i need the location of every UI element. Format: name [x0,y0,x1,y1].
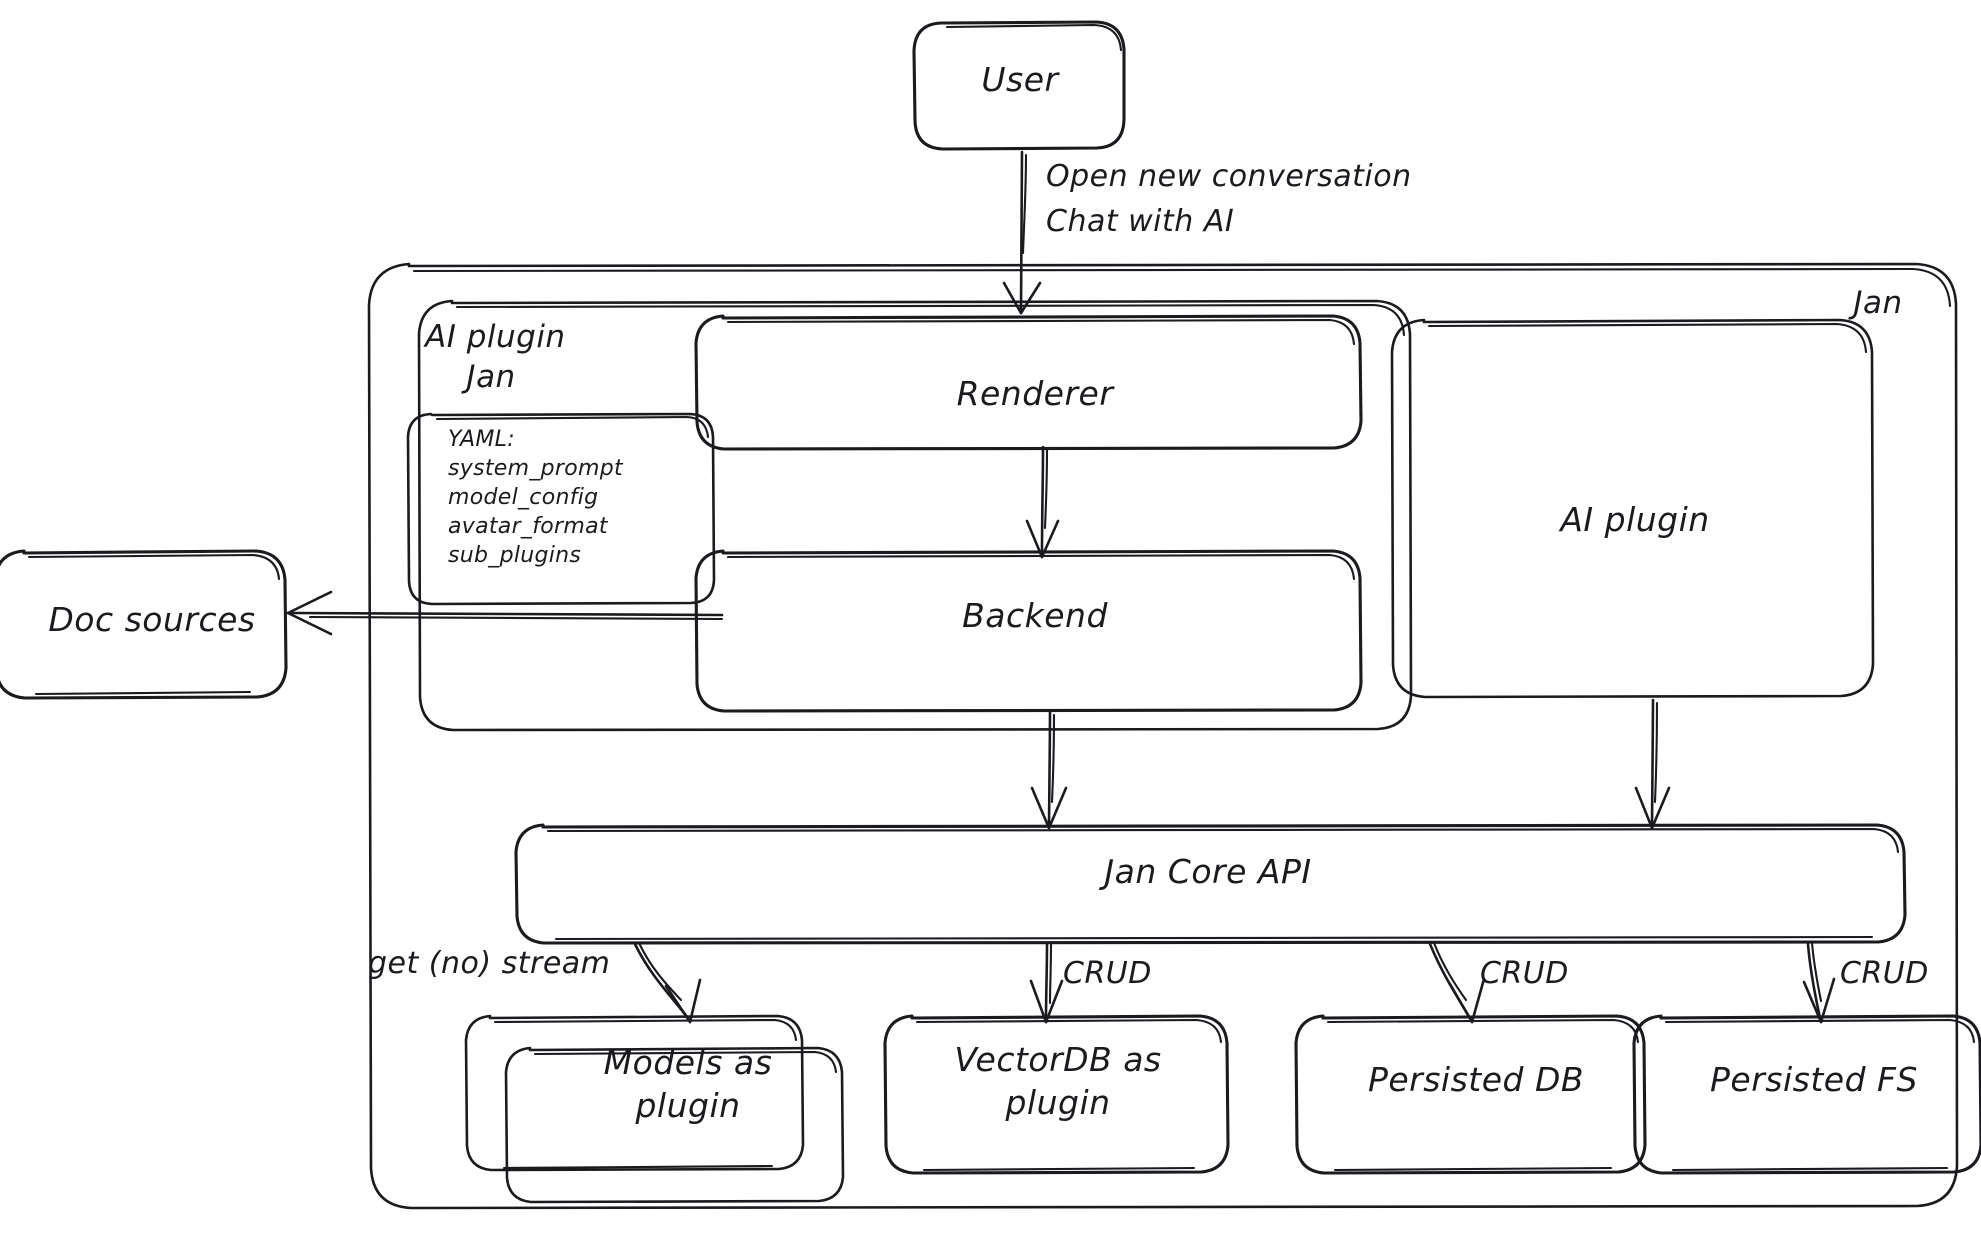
jan-container-shape[interactable] [367,262,1959,1210]
arrow-renderer-to-backend [1025,445,1060,559]
arrow-core-api-to-persisted-db [1428,941,1486,1024]
user-box-shape[interactable] [912,20,1126,151]
arrow-ai-plugin-to-core-api [1634,698,1671,830]
arrow-core-api-to-models [633,941,702,1024]
ai-plugin-group-shape[interactable] [417,299,1413,732]
arrow-user-to-renderer [1002,150,1042,315]
models-as-plugin-outer-shape[interactable] [464,1014,805,1172]
backend-box-shape[interactable] [694,549,1363,713]
renderer-box-shape[interactable] [694,314,1363,451]
doc-sources-box-shape[interactable] [0,549,288,700]
arrow-backend-to-core-api [1030,710,1068,830]
arrow-backend-to-doc-sources [286,590,724,636]
arrow-core-api-to-vectordb [1029,942,1064,1024]
jan-core-api-shape[interactable] [514,823,1907,945]
persisted-fs-shape[interactable] [1632,1014,1981,1175]
ai-plugin-box-shape[interactable] [1390,318,1875,699]
models-as-plugin-inner-shape[interactable] [504,1046,845,1204]
persisted-db-shape[interactable] [1294,1014,1647,1175]
yaml-card-shape[interactable] [406,412,716,606]
vectordb-as-plugin-shape[interactable] [883,1014,1230,1175]
arrow-core-api-to-persisted-fs [1802,941,1836,1024]
